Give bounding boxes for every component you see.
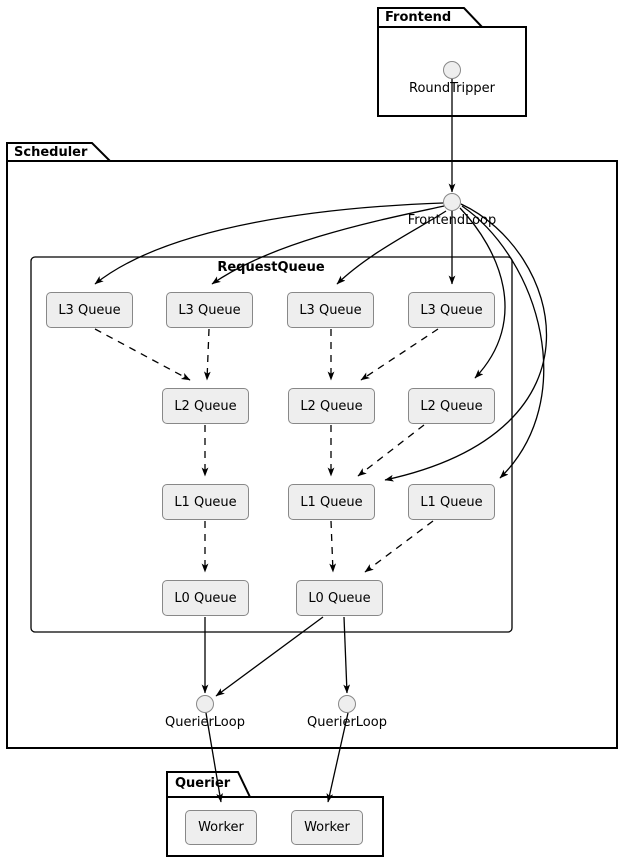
node-worker-2[interactable]: Worker [291,810,363,845]
package-scheduler [6,142,618,749]
interface-label-querierloop-1: QuerierLoop [165,715,245,730]
edge-frontendloop-l1-queue-3 [461,205,545,479]
node-l3-queue-4[interactable]: L3 Queue [408,292,495,328]
node-l3-queue-2[interactable]: L3 Queue [166,292,253,328]
edge-l0-queue-2-querierloop-2 [343,616,351,694]
interface-label-roundtripper: RoundTripper [409,81,495,96]
package-label-scheduler: Scheduler [14,145,88,160]
node-worker-1[interactable]: Worker [185,810,257,845]
node-l0-queue-1[interactable]: L0 Queue [162,580,249,616]
edge-l3-queue-4-l2-queue-2 [360,328,439,381]
edge-l1-queue-2-l0-queue-2 [329,520,337,573]
interface-circle-frontendloop[interactable] [443,193,461,211]
interface-circle-querierloop-2[interactable] [338,695,356,713]
edge-l3-queue-2-l2-queue-1 [203,328,211,381]
edge-l2-queue-3-l1-queue-2 [357,424,425,477]
package-label-querier: Querier [175,776,231,791]
interface-circle-roundtripper[interactable] [443,61,461,79]
node-l3-queue-3[interactable]: L3 Queue [287,292,374,328]
edge-l0-queue-2-querierloop-1 [215,616,324,697]
node-l2-queue-3[interactable]: L2 Queue [408,388,495,424]
group-title-request-queue: RequestQueue [217,260,325,275]
node-l1-queue-2[interactable]: L1 Queue [288,484,375,520]
node-l1-queue-3[interactable]: L1 Queue [408,484,495,520]
interface-label-frontendloop: FrontendLoop [407,213,497,228]
edge-l1-queue-3-l0-queue-2 [364,520,434,573]
package-label-frontend: Frontend [385,10,452,25]
edge-l3-queue-1-l2-queue-1 [94,328,191,381]
node-l3-queue-1[interactable]: L3 Queue [46,292,133,328]
node-l0-queue-2[interactable]: L0 Queue [296,580,383,616]
interface-label-querierloop-2: QuerierLoop [307,715,387,730]
interface-circle-querierloop-1[interactable] [196,695,214,713]
node-l2-queue-2[interactable]: L2 Queue [288,388,375,424]
edge-frontendloop-l1-queue-2 [384,203,548,482]
node-l1-queue-1[interactable]: L1 Queue [162,484,249,520]
node-l2-queue-1[interactable]: L2 Queue [162,388,249,424]
